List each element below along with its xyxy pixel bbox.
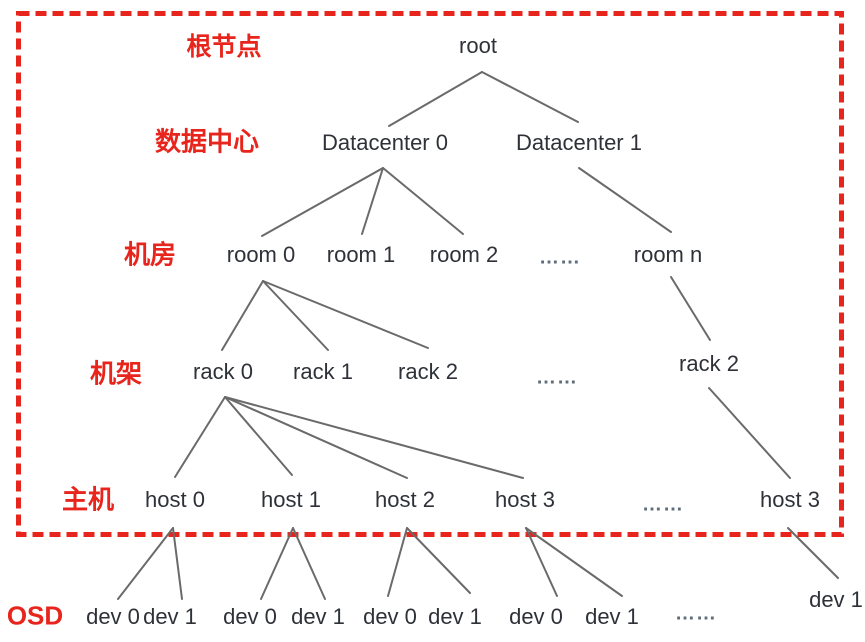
edge-roomn-rack2r <box>670 276 711 341</box>
tree-node-host-1: host 1 <box>261 487 321 512</box>
tree-node-rack-2: rack 2 <box>398 359 458 384</box>
edge-dc0-room2 <box>382 167 464 235</box>
edge-dc1-roomn <box>578 167 672 233</box>
tree-node-datacenter-1: Datacenter 1 <box>516 130 642 155</box>
edge-room0-rack1 <box>262 280 329 351</box>
tree-node-dev-0-a: dev 0 <box>86 604 140 629</box>
edge-root-datacenter0 <box>388 71 483 127</box>
level-label-osd: OSD <box>6 600 64 631</box>
edge-host3r-dev1r <box>787 527 839 579</box>
dashed-boundary <box>16 11 844 537</box>
tree-node-dev-1-d: dev 1 <box>585 604 639 629</box>
edge-rack0-host1 <box>224 396 293 476</box>
level-label-host: 主机 <box>61 484 115 515</box>
tree-node-rack-1: rack 1 <box>293 359 353 384</box>
tree-node-room-0: room 0 <box>226 242 296 267</box>
tree-node-rack-2-right: rack 2 <box>679 351 739 376</box>
edge-host2-dev0 <box>387 527 408 597</box>
tree-node-dev-1-b: dev 1 <box>291 604 345 629</box>
tree-node-rack-0: rack 0 <box>193 359 253 384</box>
edge-dc0-room1 <box>361 167 384 235</box>
tree-node-dev-1-right: dev 1 <box>809 587 863 612</box>
edge-host3-dev1 <box>525 527 623 597</box>
edge-rack2r-host3r <box>708 387 791 479</box>
tree-node-room-1: room 1 <box>326 242 396 267</box>
edge-host1-dev1 <box>292 527 326 600</box>
level-label-datacenter: 数据中心 <box>154 126 260 157</box>
tree-node-room-2: room 2 <box>429 242 499 267</box>
rack-ellipsis: …… <box>536 366 578 389</box>
tree-node-host-3: host 3 <box>495 487 555 512</box>
tree-node-datacenter-0: Datacenter 0 <box>322 130 448 155</box>
tree-node-root: root <box>459 33 497 58</box>
edge-host1-dev0 <box>260 527 294 600</box>
edge-rack0-host0 <box>174 396 226 478</box>
level-label-rack: 机架 <box>89 358 143 389</box>
tree-node-host-0: host 0 <box>145 487 205 512</box>
room-ellipsis: …… <box>539 246 581 269</box>
edge-host0-dev1 <box>172 527 183 600</box>
edge-root-datacenter1 <box>481 71 579 123</box>
edge-room0-rack2 <box>262 280 429 349</box>
tree-node-host-2: host 2 <box>375 487 435 512</box>
tree-node-room-n: room n <box>633 242 703 267</box>
host-ellipsis: …… <box>642 493 684 516</box>
tree-node-dev-1-c: dev 1 <box>428 604 482 629</box>
edge-host3-dev0 <box>525 527 558 597</box>
tree-node-host-3-right: host 3 <box>760 487 820 512</box>
level-label-room: 机房 <box>123 239 177 270</box>
tree-node-dev-0-b: dev 0 <box>223 604 277 629</box>
edge-rack0-host3 <box>224 396 524 479</box>
dev-ellipsis: …… <box>675 602 717 625</box>
level-label-root: 根节点 <box>186 33 262 61</box>
edge-dc0-room0 <box>261 167 384 237</box>
tree-node-dev-0-c: dev 0 <box>363 604 417 629</box>
tree-node-dev-1-a: dev 1 <box>143 604 197 629</box>
edge-host0-dev0 <box>117 527 174 600</box>
edge-room0-rack0 <box>221 280 264 351</box>
edge-rack0-host2 <box>224 396 408 479</box>
edge-host2-dev1 <box>406 527 471 594</box>
tree-node-dev-0-d: dev 0 <box>509 604 563 629</box>
